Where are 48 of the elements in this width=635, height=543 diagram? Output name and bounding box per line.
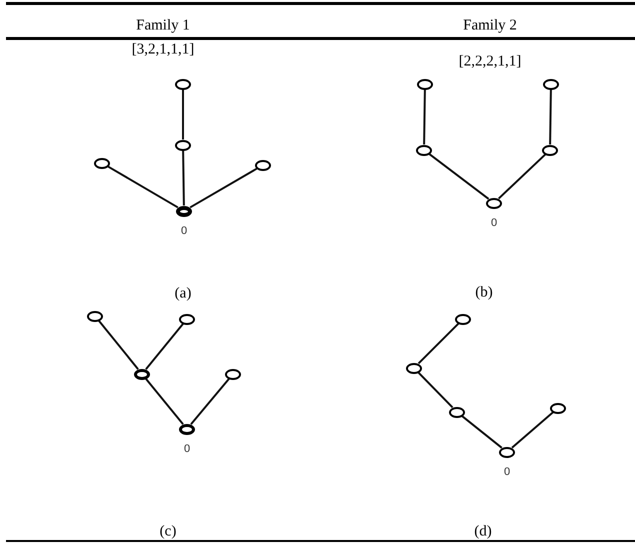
panel-label: (c) [160,524,176,540]
tree-edge [462,415,502,449]
tree-vertex [550,402,566,414]
tree-vertex [417,78,433,90]
tree-vertex [179,314,195,324]
tree-vertex [255,160,271,170]
root-label: 0 [490,218,498,229]
tree-edge [549,89,552,145]
tree-vertex [134,368,150,380]
tree-edge [418,372,454,408]
tree-edge [511,412,554,448]
root-label: 0 [180,226,188,237]
tree-vertex [225,368,241,380]
tree-edge [423,89,426,145]
root-label: 0 [184,444,190,455]
tree-vertex [176,206,192,216]
tree-edge [190,378,230,425]
panel-label: (a) [174,286,192,302]
tree-edge [428,153,490,200]
tree-vertex [416,144,432,156]
tree-vertex [175,140,191,150]
tree-vertex [87,310,103,322]
tree-vertex [94,158,110,168]
tree-vertex [542,144,558,156]
panel-label: (b) [475,286,493,300]
column-header: Family 1 [136,18,190,34]
tree-edge [418,322,460,364]
tree-vertex [486,198,502,208]
degree-sequence: [3,2,1,1,1] [132,42,194,58]
tree-vertex [175,78,191,90]
tree-edge [182,90,184,140]
tree-edge [190,168,258,208]
panel-label: (d) [474,524,492,540]
tree-edge [145,378,184,425]
tree-vertex [499,446,515,458]
tree-vertex [543,78,559,90]
tree-edge [498,154,546,200]
tree-vertex [449,406,465,418]
tree-vertex [406,362,422,374]
root-label: 0 [504,467,510,478]
tree-vertex [179,424,195,434]
tree-edge [182,150,185,206]
column-header: Family 2 [463,18,517,34]
tree-edge [98,320,139,370]
tree-edge [108,166,178,208]
tree-vertex [455,314,471,324]
degree-sequence: [2,2,2,1,1] [458,54,522,70]
tree-edge [145,323,184,370]
